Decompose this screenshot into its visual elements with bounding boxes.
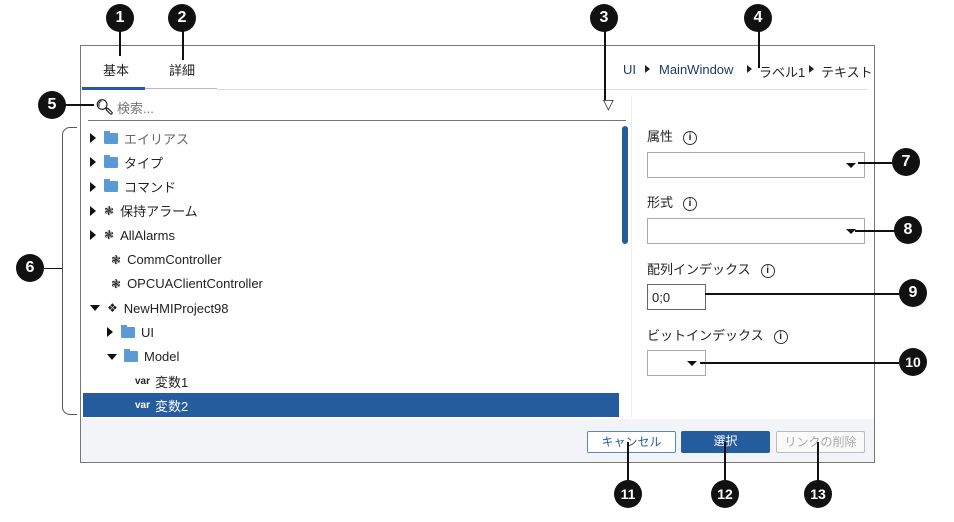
search-icon: 🔍︎ [95,99,115,116]
variable-icon: var [135,399,151,411]
tree-item-label: CommController [127,252,222,267]
callout-5: 5 [38,91,66,119]
callout-13: 13 [804,480,832,508]
search-input[interactable] [115,97,589,119]
scrollbar[interactable] [622,126,628,244]
array-index-input[interactable]: 0;0 [647,284,706,310]
tree-item-label: OPCUAClientController [127,276,263,292]
breadcrumb-separator-icon [645,65,650,73]
tree-item[interactable]: エイリアス [83,126,619,150]
info-icon[interactable]: i [683,196,698,211]
cancel-button[interactable]: キャンセル [587,431,676,453]
tree-item[interactable]: コマンド [83,175,619,199]
chevron-down-icon [846,229,856,234]
tab-basic[interactable]: 基本 [103,63,130,78]
alarm-object-icon: ❃ [104,203,115,218]
callout-6: 6 [16,254,44,282]
tree-item[interactable]: Model [83,345,619,369]
tree-view: エイリアスタイプコマンド ❃ 保持アラーム ❃ AllAlarms ❃ CommContro… [81,126,621,418]
bracket [62,127,77,415]
callout-9: 9 [899,279,927,307]
collapse-arrow-icon[interactable] [90,305,100,312]
chevron-down-icon [846,163,856,168]
chevron-down-icon [687,361,697,366]
expand-arrow-icon[interactable] [90,205,96,216]
tree-item-label: エイリアス [124,131,190,147]
tree-item[interactable]: ❖ NewHMIProject98 [83,296,619,320]
tree-item-label: UI [141,324,154,340]
tree-item-label: コマンド [124,180,177,196]
tree-item[interactable]: var 変数1 [83,369,619,393]
tree-item-label: AllAlarms [120,227,175,243]
format-dropdown[interactable] [647,218,865,244]
breadcrumb-text: テキスト [821,65,873,80]
header-divider [217,89,867,90]
ui-folder-icon [121,324,135,338]
tree-item[interactable]: タイプ [83,150,619,174]
expand-arrow-icon[interactable] [107,327,113,338]
expand-arrow-icon[interactable] [90,181,96,192]
callout-1: 1 [106,4,134,32]
tree-item-label: 変数2 [155,398,189,414]
collapse-arrow-icon[interactable] [107,353,117,360]
tree-item[interactable]: UI [83,320,619,344]
alarm-object-icon: ❃ [111,276,122,291]
tree-item[interactable]: ❃ AllAlarms [83,223,619,247]
callout-2: 2 [168,4,196,32]
link-picker-dialog: 基本 詳細 UI MainWindow ラベル1 テキスト 🔍︎ ▽ エイリアス… [80,45,875,463]
tree-item-label: 変数1 [155,374,189,390]
expand-arrow-icon[interactable] [90,133,96,143]
tree-item[interactable]: ❃ 保持アラーム [83,199,619,223]
bit-index-dropdown[interactable] [647,350,706,376]
tab-underline [145,88,217,89]
expand-arrow-icon[interactable] [90,157,96,168]
folder-icon [104,179,118,193]
callout-4: 4 [744,4,772,32]
tree-item[interactable]: var 変数2 [83,393,619,418]
breadcrumb-ui[interactable]: UI [623,62,636,77]
variable-icon: var [135,375,151,387]
attribute-dropdown[interactable] [647,152,865,178]
filter-icon[interactable]: ▽ [603,96,614,112]
model-folder-icon [124,349,138,363]
callout-10: 10 [899,348,927,376]
callout-8: 8 [894,216,922,244]
breadcrumb-separator-icon [809,65,814,73]
tree-item[interactable]: ❃ CommController [83,248,619,272]
breadcrumb-mainwindow[interactable]: MainWindow [659,62,734,77]
tree-item[interactable]: ❃ OPCUAClientController [83,272,619,296]
callout-7: 7 [892,148,920,176]
tab-advanced[interactable]: 詳細 [169,63,196,78]
breadcrumb-label1[interactable]: ラベル1 [759,65,806,80]
active-tab-indicator [82,87,145,90]
panel-divider [631,96,632,418]
tree-item-label: タイプ [124,155,164,171]
folder-icon [104,154,118,168]
search-underline [88,120,626,121]
alarm-object-icon: ❃ [104,228,115,243]
callout-12: 12 [711,480,739,508]
info-icon[interactable]: i [773,329,788,344]
expand-arrow-icon[interactable] [90,230,96,241]
remove-link-button[interactable]: リンクの削除 [776,431,865,453]
info-icon[interactable]: i [760,263,775,278]
callout-11: 11 [614,480,642,508]
callout-3: 3 [590,4,618,32]
folder-icon [104,130,118,144]
project-icon: ❖ [107,301,118,316]
tree-item-label: 保持アラーム [120,204,198,220]
breadcrumb-separator-icon [747,65,752,73]
alarm-object-icon: ❃ [111,252,122,267]
tree-item-label: Model [144,349,180,365]
info-icon[interactable]: i [683,130,698,145]
tree-item-label: NewHMIProject98 [123,300,229,316]
